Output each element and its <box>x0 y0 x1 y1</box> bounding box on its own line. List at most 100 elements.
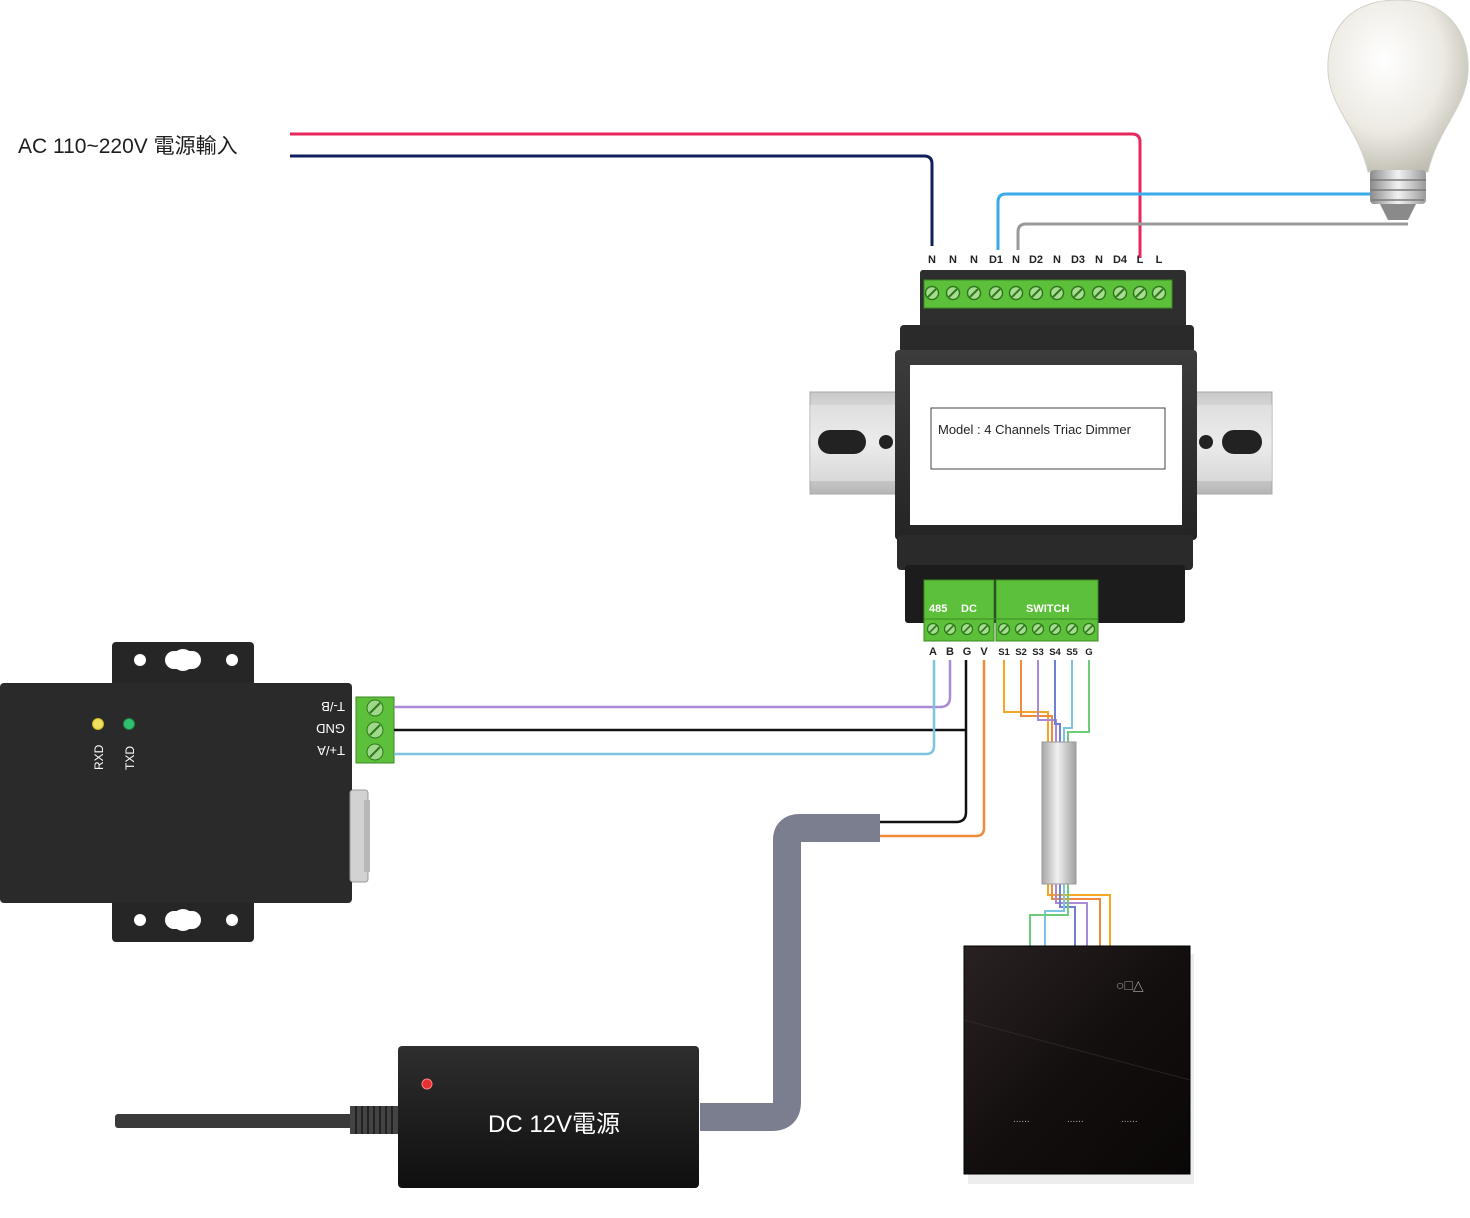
bottom-terminal-screws <box>926 622 1096 636</box>
top-terminal-label: N <box>1012 254 1020 266</box>
panel-icons: ○□△ <box>1116 977 1144 993</box>
neutral-wire <box>290 154 934 246</box>
switch-wire-top <box>1020 660 1053 742</box>
screw-slot <box>1073 288 1083 298</box>
ac-input-label: AC 110~220V 電源輸入 <box>18 135 238 158</box>
switch-wire-top <box>1067 660 1090 742</box>
top-terminal-label: D4 <box>1113 254 1128 266</box>
screw-slot <box>969 288 979 298</box>
screw-slot <box>1052 288 1062 298</box>
switch-wire-bottom <box>1044 884 1065 946</box>
bottom-terminal-label: S3 <box>1032 647 1044 658</box>
live-wire <box>290 132 1142 258</box>
screw-slot <box>945 624 955 634</box>
terminal-label-t-minus-b: T-/B <box>321 699 345 714</box>
screw-slot <box>1094 288 1104 298</box>
screw-slot <box>1154 288 1164 298</box>
bottom-terminal-label: G <box>1085 647 1092 658</box>
switch-wires <box>1003 660 1111 946</box>
key-mark-2: ...... <box>1067 1114 1084 1125</box>
switch-wire-top <box>1003 660 1049 742</box>
bulb-base <box>1370 170 1426 204</box>
converter-screws <box>366 699 384 761</box>
switch-wire-bottom <box>1051 884 1101 946</box>
top-terminal-label: N <box>1095 254 1103 266</box>
txd-label: TXD <box>123 746 137 770</box>
wire-gnd-to-dc <box>880 660 968 824</box>
top-terminal-label: D2 <box>1029 254 1043 266</box>
wire-v-orange <box>880 660 986 838</box>
screw-slot <box>1033 624 1043 634</box>
screw-slot <box>948 288 958 298</box>
switch-wire-top <box>1037 660 1057 742</box>
top-terminal-label: N <box>949 254 957 266</box>
key-mark-3: ...... <box>1121 1114 1138 1125</box>
wire-b-purple <box>394 660 952 709</box>
power-supply-label: DC 12V電源 <box>488 1111 620 1138</box>
bottom-terminal-label: B <box>946 646 954 658</box>
top-terminal-label: D3 <box>1071 254 1085 266</box>
top-terminal-label: D1 <box>989 254 1003 266</box>
top-terminal-label: L <box>1137 254 1144 266</box>
switch-wire-top <box>1063 660 1073 742</box>
terminal-label-gnd: GND <box>316 721 345 736</box>
bottom-terminal-label: S4 <box>1049 647 1061 658</box>
ac-input-wires <box>290 132 1142 258</box>
rxd-led <box>92 718 104 730</box>
rxd-label: RXD <box>92 744 106 770</box>
bottom-terminal-label: S1 <box>998 647 1010 658</box>
rs485-wires <box>394 660 966 756</box>
top-terminal-label: N <box>928 254 936 266</box>
screw-slot <box>1031 288 1041 298</box>
light-bulb <box>1327 0 1469 220</box>
screw-slot <box>999 624 1009 634</box>
screw-slot <box>928 624 938 634</box>
bottom-terminal-label: V <box>980 646 988 658</box>
load-wires <box>996 192 1408 250</box>
wall-switch-panel: ○□△ ...... ...... ...... <box>963 945 1194 1184</box>
switch-wire-bottom <box>1055 884 1088 946</box>
dc-power-supply: DC 12V電源 <box>115 1046 699 1188</box>
power-led <box>421 1078 433 1090</box>
dimmer-model-label: Model : 4 Channels Triac Dimmer <box>938 422 1132 437</box>
terminal-label-t-plus-a: T+/A <box>317 743 345 758</box>
dimmer-module: Model : 4 Channels Triac Dimmer N N N D1 N D2… <box>895 254 1197 658</box>
group-label-485: 485 <box>929 603 947 615</box>
bottom-terminal-label: S5 <box>1066 647 1078 658</box>
screw-slot <box>962 624 972 634</box>
load-wire-blue <box>996 192 1380 250</box>
screw-slot <box>1067 624 1077 634</box>
screw-slot <box>1011 288 1021 298</box>
screw-slot <box>1115 288 1125 298</box>
txd-led <box>123 718 135 730</box>
key-mark-1: ...... <box>1013 1114 1030 1125</box>
screw-slot <box>1016 624 1026 634</box>
bottom-terminal-label: G <box>963 646 972 658</box>
group-label-dc: DC <box>961 603 977 615</box>
switch-wire-top <box>1054 660 1061 742</box>
screw-slot <box>927 288 937 298</box>
top-terminal-label: N <box>1053 254 1061 266</box>
screw-slot <box>1135 288 1145 298</box>
top-terminal-screws <box>924 285 1167 301</box>
wire-a-lightblue <box>394 660 936 756</box>
switch-wire-bottom <box>1029 884 1069 946</box>
dc-supply-cable <box>700 660 986 1131</box>
top-terminal-label: L <box>1156 254 1163 266</box>
screw-slot <box>991 288 1001 298</box>
top-terminal-label: N <box>970 254 978 266</box>
cable-sleeve <box>1041 741 1077 885</box>
bottom-terminal-label: A <box>929 646 937 658</box>
screw-slot <box>979 624 989 634</box>
screw-slot <box>1050 624 1060 634</box>
group-label-switch: SWITCH <box>1026 603 1069 615</box>
switch-wire-bottom <box>1047 884 1111 946</box>
bottom-terminal-label: S2 <box>1015 647 1027 658</box>
load-wire-gray <box>1016 222 1408 250</box>
screw-slot <box>1084 624 1094 634</box>
rs485-converter: RXD TXD T-/B GND T+/A <box>0 642 395 942</box>
switch-terminal-block <box>995 579 1099 642</box>
